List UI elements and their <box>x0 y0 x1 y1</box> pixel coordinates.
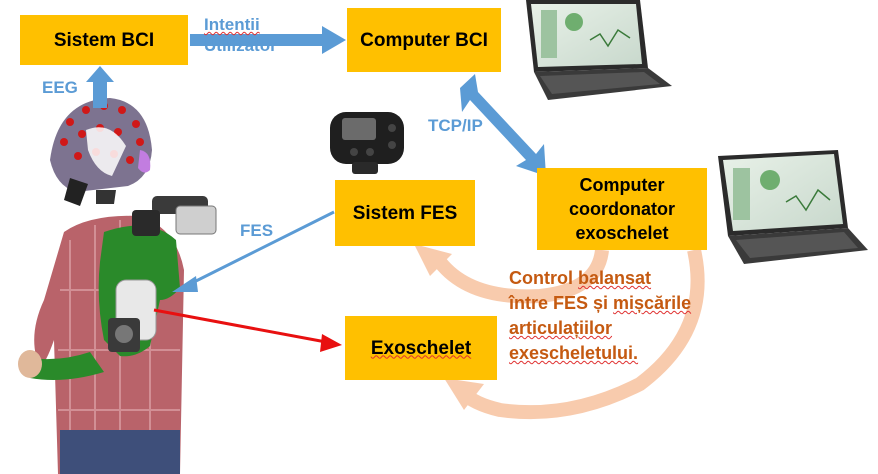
tcp-ip-label: TCP/IP <box>428 116 483 135</box>
fes-label: FES <box>240 221 274 240</box>
coordonator-label-line2: coordonator <box>569 199 675 219</box>
control-line-3: articulațiilor <box>509 318 613 338</box>
control-description: Control balansat între FES și mișcările … <box>509 266 691 366</box>
control-line-2: între FES și mișcările <box>509 291 691 316</box>
computer-bci-box: Computer BCI <box>347 8 501 72</box>
eeg-cap-icon <box>50 98 152 206</box>
exoschelet-box: Exoschelet <box>345 316 497 380</box>
control-line-1b: balansat <box>578 268 652 288</box>
laptop-icon <box>526 0 672 100</box>
flow-arrows <box>86 26 546 352</box>
laptop-icon <box>718 150 868 264</box>
person-exoskeleton-icon <box>18 196 217 474</box>
intentii-utilizator-label: Intentii Utilizator <box>204 14 277 56</box>
control-line-2b: mișcările <box>613 293 692 313</box>
utilizator-text: Utilizator <box>204 36 277 55</box>
coordonator-box: Computer coordonator exoschelet <box>537 168 707 250</box>
control-line-1: Control balansat <box>509 266 691 291</box>
sistem-bci-label: Sistem BCI <box>53 29 155 51</box>
feedback-arrows <box>414 244 705 420</box>
coordonator-label-line1: Computer <box>579 175 665 195</box>
control-line-4: exescheletului. <box>509 343 639 363</box>
fes-device-icon <box>330 112 404 174</box>
coordonator-label-line3: exoschelet <box>575 223 669 243</box>
sistem-bci-box: Sistem BCI <box>20 15 188 65</box>
sistem-fes-label: Sistem FES <box>352 202 458 224</box>
control-line-2a: între FES și <box>509 293 614 313</box>
computer-bci-label: Computer BCI <box>360 29 488 51</box>
intentii-text: Intentii <box>204 15 260 34</box>
control-line-1a: Control <box>509 268 578 288</box>
eeg-label: EEG <box>42 78 78 97</box>
sistem-fes-box: Sistem FES <box>335 180 475 246</box>
exoschelet-label: Exoschelet <box>370 337 472 359</box>
